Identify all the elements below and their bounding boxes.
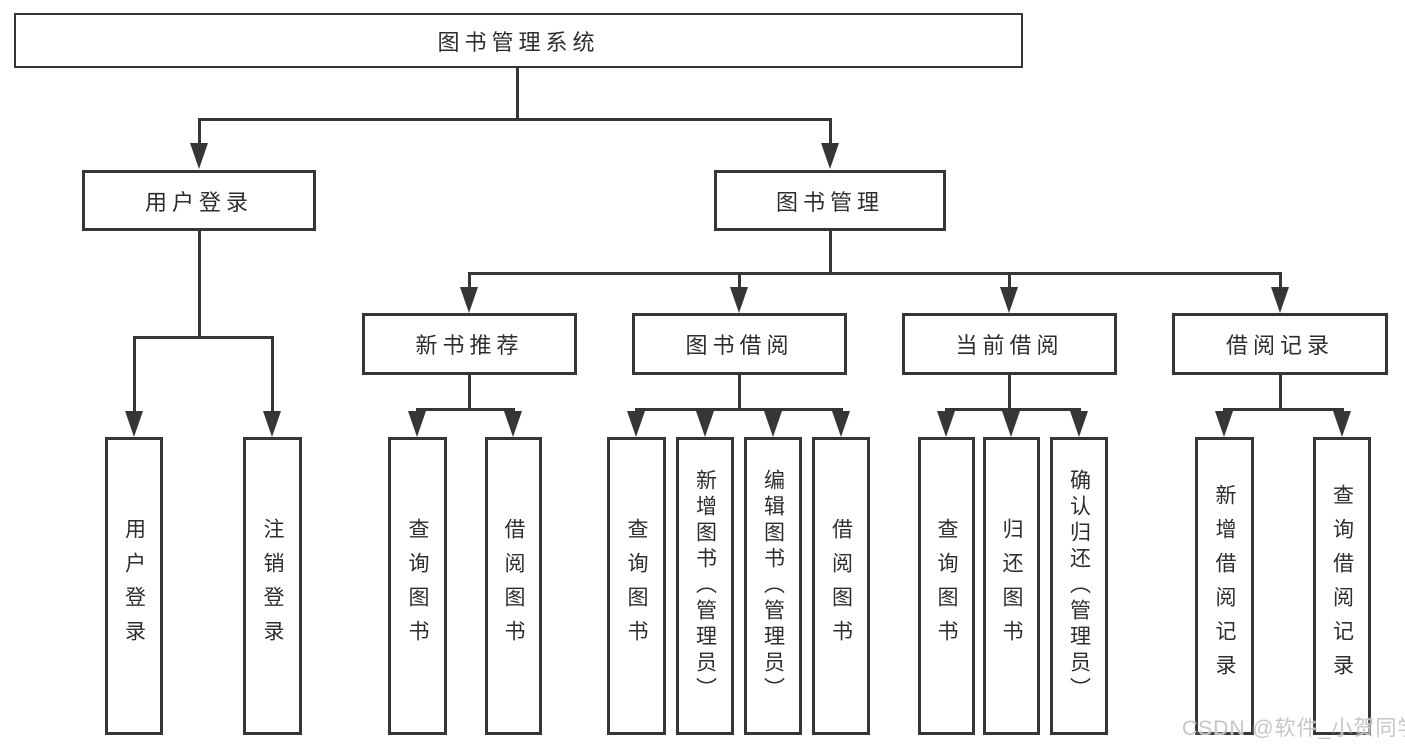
connector-line (133, 339, 136, 412)
watermark-text: CSDN @软件_小贺同学 (1182, 717, 1405, 740)
leaf-logout-label: 注销登录 (261, 518, 284, 654)
arrowhead-icon (832, 411, 850, 437)
connector-line (1279, 275, 1282, 288)
arrowhead-icon (1333, 411, 1351, 437)
connector-line (829, 231, 832, 275)
arrowhead-icon (1070, 411, 1088, 437)
node-new-book-recommend: 新书推荐 (362, 313, 577, 375)
connector-line (516, 68, 519, 121)
leaf-query-book-3-label: 查询图书 (935, 518, 958, 654)
connector-line (635, 408, 843, 411)
connector-line (198, 121, 201, 144)
connector-line (468, 272, 1282, 275)
connector-line (1279, 375, 1282, 411)
arrowhead-icon (460, 287, 478, 313)
leaf-confirm-return-admin: 确认归还（管理员） (1050, 437, 1108, 735)
connector-line (198, 231, 201, 339)
node-new-book-recommend-label: 新书推荐 (415, 333, 524, 358)
leaf-return-book-label: 归还图书 (1000, 518, 1023, 654)
connector-line (738, 375, 741, 411)
arrowhead-icon (1002, 411, 1020, 437)
leaf-add-borrow-record: 新增借阅记录 (1195, 437, 1254, 735)
leaf-query-borrow-record: 查询借阅记录 (1313, 437, 1371, 735)
leaf-query-book-3: 查询图书 (918, 437, 975, 735)
leaf-edit-book-admin-label: 编辑图书（管理员） (761, 469, 785, 703)
node-book-borrow: 图书借阅 (632, 313, 847, 375)
connector-line (416, 408, 515, 411)
leaf-edit-book-admin: 编辑图书（管理员） (744, 437, 802, 735)
connector-line (829, 121, 832, 144)
leaf-query-borrow-record-label: 查询借阅记录 (1330, 484, 1354, 688)
leaf-borrow-book-1-label: 借阅图书 (502, 518, 525, 654)
connector-line (1008, 375, 1011, 411)
leaf-return-book: 归还图书 (983, 437, 1040, 735)
connector-line (133, 336, 274, 339)
leaf-borrow-book-2-label: 借阅图书 (829, 518, 853, 654)
connector-line (1008, 275, 1011, 288)
arrowhead-icon (730, 287, 748, 313)
node-book-borrow-label: 图书借阅 (685, 333, 794, 358)
leaf-query-book-2: 查询图书 (607, 437, 666, 735)
connector-line (468, 275, 471, 288)
arrowhead-icon (627, 411, 645, 437)
arrowhead-icon (408, 411, 426, 437)
node-current-borrow-label: 当前借阅 (955, 333, 1064, 358)
arrowhead-icon (504, 411, 522, 437)
leaf-logout: 注销登录 (243, 437, 302, 735)
arrowhead-icon (937, 411, 955, 437)
leaf-query-book-1-label: 查询图书 (406, 518, 429, 654)
arrowhead-icon (125, 411, 143, 437)
node-root: 图书管理系统 (14, 13, 1023, 68)
node-user-login-label: 用户登录 (144, 189, 253, 215)
node-borrow-record: 借阅记录 (1172, 313, 1388, 375)
arrowhead-icon (263, 411, 281, 437)
leaf-query-book-2-label: 查询图书 (625, 518, 648, 654)
arrowhead-icon (1215, 411, 1233, 437)
node-book-management: 图书管理 (714, 170, 946, 231)
connector-line (945, 408, 1081, 411)
leaf-query-book-1: 查询图书 (388, 437, 447, 735)
leaf-borrow-book-1: 借阅图书 (485, 437, 542, 735)
leaf-user-login: 用户登录 (105, 437, 163, 735)
arrowhead-icon (1271, 287, 1289, 313)
node-user-login: 用户登录 (82, 170, 316, 231)
node-root-label: 图书管理系统 (437, 29, 600, 55)
leaf-add-borrow-record-label: 新增借阅记录 (1213, 484, 1236, 688)
connector-line (198, 118, 832, 121)
leaf-borrow-book-2: 借阅图书 (812, 437, 870, 735)
arrowhead-icon (821, 143, 839, 169)
node-borrow-record-label: 借阅记录 (1225, 333, 1334, 358)
leaf-confirm-return-admin-label: 确认归还（管理员） (1067, 469, 1091, 703)
leaf-add-book-admin: 新增图书（管理员） (676, 437, 734, 735)
arrowhead-icon (1000, 287, 1018, 313)
arrowhead-icon (696, 411, 714, 437)
connector-line (1223, 408, 1344, 411)
leaf-add-book-admin-label: 新增图书（管理员） (693, 469, 717, 703)
connector-line (271, 339, 274, 412)
connector-line (468, 375, 471, 411)
connector-line (738, 275, 741, 288)
node-current-borrow: 当前借阅 (902, 313, 1117, 375)
arrowhead-icon (764, 411, 782, 437)
node-book-management-label: 图书管理 (775, 189, 884, 215)
arrowhead-icon (190, 143, 208, 169)
leaf-user-login-label: 用户登录 (122, 518, 146, 654)
